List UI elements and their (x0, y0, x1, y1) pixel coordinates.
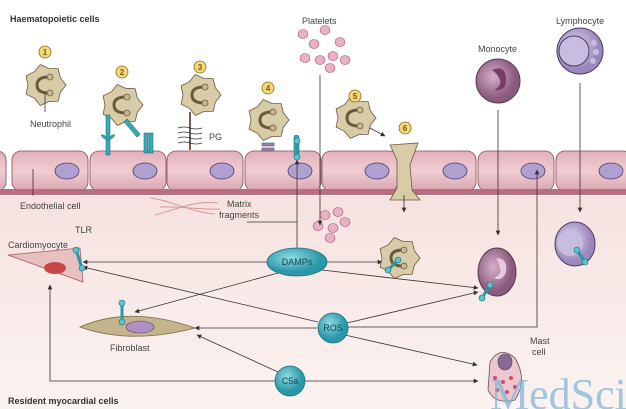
platelet (314, 55, 326, 65)
matrix-fragments (149, 197, 221, 216)
basement-membrane (0, 189, 626, 195)
tlr-receptor (293, 137, 301, 161)
step-badge: 2 (115, 65, 129, 79)
platelets (297, 25, 351, 243)
platelet (334, 37, 346, 47)
cardiomyocyte (7, 247, 84, 283)
platelet (324, 233, 336, 243)
label-cardiomyocyte: Cardiomyocyte (8, 240, 68, 250)
platelet (319, 210, 331, 220)
platelet (299, 53, 311, 63)
tissue-background (0, 196, 626, 409)
ros-molecule: ROS (317, 312, 349, 344)
activated-lymphocyte (554, 221, 596, 267)
platelet (308, 39, 320, 49)
label-mast-cell: cell (532, 347, 546, 357)
platelet (319, 25, 331, 35)
title-haematopoietic: Haematopoietic cells (10, 14, 100, 24)
damps-molecule: DAMPs (266, 247, 328, 277)
endothelial-cell (166, 150, 244, 192)
step-badge: 6 (398, 121, 412, 135)
platelet (324, 63, 336, 73)
badge-number: 4 (266, 84, 271, 93)
neutrophil (248, 99, 290, 141)
watermark-logo: MedSci (490, 370, 626, 409)
proteoglycan (177, 112, 203, 150)
step-badges: 1 2 3 4 5 6 (38, 45, 412, 135)
endothelial-cell (89, 150, 167, 192)
platelet (339, 55, 351, 65)
badge-number: 5 (353, 92, 358, 101)
step-badge: 4 (261, 81, 275, 95)
label-platelets: Platelets (302, 16, 337, 26)
endothelial-cell (477, 150, 555, 192)
c5a-label: C5a (282, 376, 299, 386)
label-neutrophil: Neutrophil (30, 119, 71, 129)
neutrophil (335, 97, 377, 139)
platelet (297, 29, 309, 39)
neutrophil (180, 74, 222, 116)
damps-label: DAMPs (282, 257, 313, 267)
title-resident: Resident myocardial cells (8, 396, 119, 406)
badge-number: 2 (120, 68, 125, 77)
platelet (332, 207, 344, 217)
endothelial-cell (555, 150, 626, 192)
tlr-receptor (72, 246, 86, 272)
tlr-receptors (72, 137, 589, 326)
activated-monocyte (477, 247, 517, 297)
step-badge: 5 (348, 89, 362, 103)
label-fibroblast: Fibroblast (110, 343, 150, 353)
label-mast: Mast (530, 336, 550, 346)
c5a-molecule: C5a (274, 365, 306, 397)
endothelial-cell (11, 150, 89, 192)
ros-label: ROS (323, 323, 343, 333)
neutrophil (102, 84, 144, 126)
label-matrix: Matrix (227, 199, 252, 209)
label-pg: PG (209, 132, 222, 142)
label-lymphocyte: Lymphocyte (556, 16, 604, 26)
platelet (327, 51, 339, 61)
badge-number: 6 (403, 124, 408, 133)
step-badge: 1 (38, 45, 52, 59)
label-monocyte: Monocyte (478, 44, 517, 54)
endothelial-cell (0, 151, 7, 191)
endothelial-cell (321, 150, 399, 192)
neutrophils (25, 64, 421, 201)
tlr-receptor (478, 281, 494, 302)
step-badge: 3 (193, 60, 207, 74)
tlr-receptor (118, 299, 126, 326)
tlr-receptor (573, 246, 589, 266)
label-endothelial-cell: Endothelial cell (20, 201, 81, 211)
platelet (312, 221, 324, 231)
lymphocyte (556, 27, 604, 75)
endothelial-cell (399, 150, 477, 192)
transmigrating-neutrophil (389, 142, 421, 201)
tlr-receptor (384, 256, 402, 274)
endothelium (0, 150, 626, 192)
badge-number: 3 (198, 63, 203, 72)
platelet (339, 217, 351, 227)
arrows (32, 75, 583, 384)
label-fragments: fragments (219, 210, 260, 220)
platelet (327, 223, 339, 233)
fibroblast (78, 315, 197, 337)
badge-number: 1 (43, 48, 48, 57)
monocyte (475, 58, 521, 104)
mast-cell (487, 352, 522, 402)
endothelial-cell (244, 150, 322, 192)
label-tlr: TLR (75, 225, 93, 235)
neutrophil (25, 64, 67, 106)
